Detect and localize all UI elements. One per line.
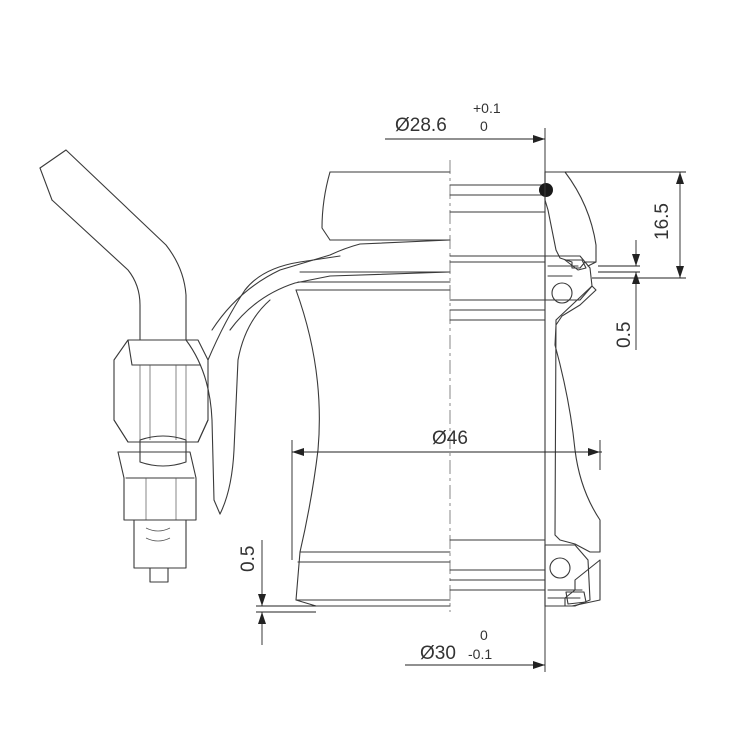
cup-height-label: 16.5: [652, 203, 673, 240]
upper-bearing-ball: [551, 282, 573, 304]
cable-hanger: [39, 149, 451, 583]
steerer-diameter-tol-upper: +0.1: [473, 100, 501, 116]
crown-race-diameter-tol-upper: 0: [480, 627, 488, 643]
lower-bearing-ball: [549, 557, 571, 579]
upper-gap-label: 0.5: [614, 322, 635, 348]
outer-diameter-label: Ø46: [432, 428, 468, 449]
steerer-diameter-tol-lower: 0: [480, 118, 488, 134]
headset-cup-section: [449, 171, 601, 607]
lower-gap-label: 0.5: [238, 546, 259, 572]
o-ring: [539, 183, 553, 197]
crown-race-diameter-label: Ø30: [420, 643, 456, 664]
dimension-lines: [256, 128, 686, 672]
crown-race-diameter-tol-lower: -0.1: [468, 646, 492, 662]
steerer-diameter-label: Ø28.6: [395, 115, 447, 136]
headset-cup-exterior: [295, 171, 451, 607]
